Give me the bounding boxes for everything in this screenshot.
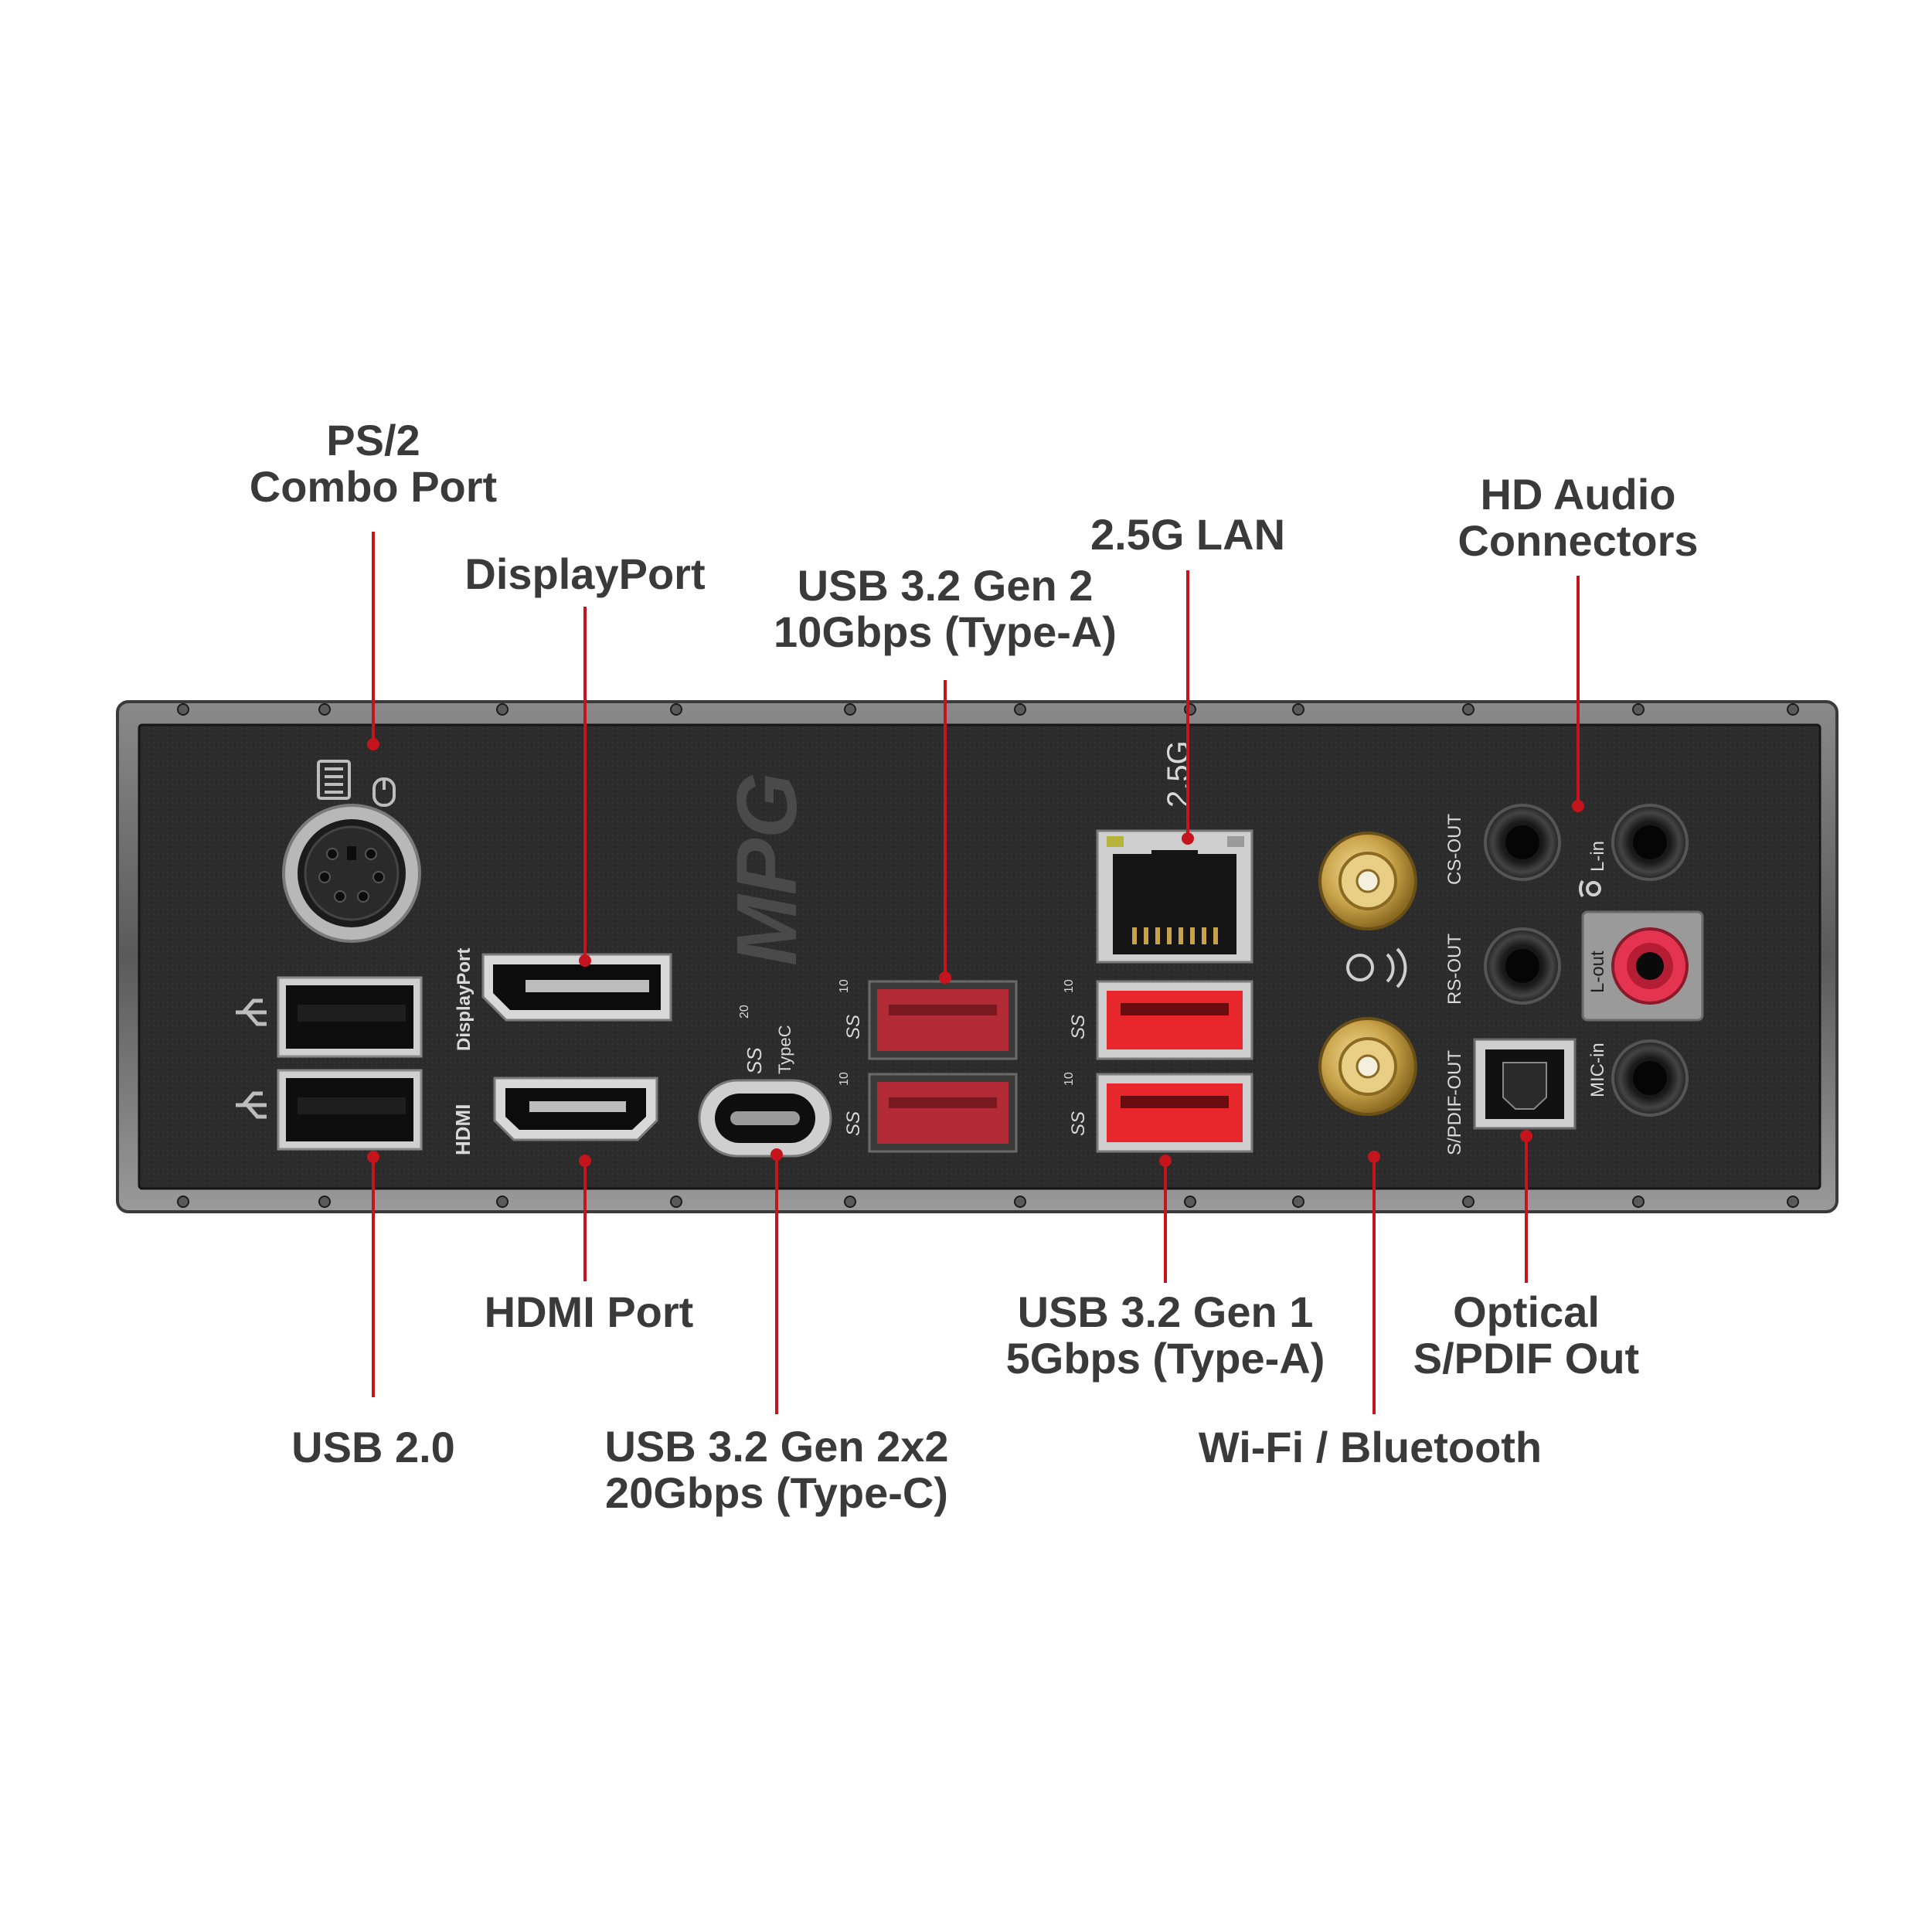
hdmi-logo-label: HDMI [451, 1104, 474, 1155]
callout-line: 20Gbps (Type-C) [605, 1468, 948, 1517]
callout-ps2-combo-port: PS/2 Combo Port [219, 417, 528, 510]
callout-line: 10Gbps (Type-A) [774, 607, 1117, 656]
usb-type-c-port: SS 20 TypeC [698, 1005, 832, 1158]
mpg-brand-logo: MPG [719, 772, 815, 966]
hd-audio-connectors: CS-OUT RS-OUT S/PDIF-OUT L-in MIC-in L-o… [1444, 804, 1704, 1155]
ss-10-label: 10 [1063, 979, 1076, 993]
mouse-icon [372, 777, 396, 807]
l-in-label: L-in [1587, 841, 1608, 872]
keyboard-icon [317, 760, 351, 800]
callout-line: HDMI Port [484, 1287, 694, 1336]
ps2-combo-port [282, 760, 421, 943]
usb-3-2-gen2-ports: SS 10 SS 10 [838, 979, 1018, 1153]
callout-line: 2.5G LAN [1090, 510, 1286, 559]
ss-10-label: 10 [838, 979, 851, 993]
callout-optical-spdif: Optical S/PDIF Out [1372, 1289, 1681, 1382]
callout-line: USB 2.0 [291, 1423, 455, 1471]
callout-line: 5Gbps (Type-A) [1005, 1334, 1325, 1383]
callout-line: Combo Port [249, 462, 498, 511]
callout-line: Connectors [1458, 516, 1699, 565]
callout-line: PS/2 [326, 416, 420, 464]
callout-line: USB 3.2 Gen 1 [1017, 1287, 1314, 1336]
callout-usb-gen2x2: USB 3.2 Gen 2x2 20Gbps (Type-C) [537, 1423, 1016, 1516]
l-out-label: L-out [1587, 951, 1608, 993]
usb-3-2-gen1-ports: SS 10 SS 10 [1063, 979, 1253, 1153]
hdmi-port [493, 1077, 658, 1141]
callout-line: HD Audio [1480, 470, 1676, 519]
callout-hd-audio: HD Audio Connectors [1423, 471, 1733, 564]
ss-10-label: 10 [1063, 1072, 1076, 1086]
lan-port: 2.5G [1096, 740, 1253, 964]
ss-10-label: 10 [838, 1072, 851, 1086]
rs-out-label: RS-OUT [1444, 934, 1465, 1005]
callout-line: USB 3.2 Gen 2 [797, 561, 1094, 610]
callout-line: S/PDIF Out [1413, 1334, 1640, 1383]
mic-in-label: MIC-in [1587, 1043, 1608, 1097]
leader-lines [367, 532, 1584, 1414]
callout-line: Wi-Fi / Bluetooth [1198, 1423, 1543, 1471]
ss-label: SS [743, 1047, 766, 1074]
wifi-bluetooth-antenna-connectors [1318, 832, 1417, 1116]
typec-label: TypeC [775, 1025, 794, 1074]
callout-wifi-bluetooth: Wi-Fi / Bluetooth [1138, 1424, 1602, 1471]
ss-20-label: 20 [738, 1005, 751, 1019]
callout-displayport: DisplayPort [430, 551, 740, 597]
wifi6-icon [1346, 947, 1407, 988]
lan-2-5g-label: 2.5G [1162, 740, 1196, 808]
callout-usb-gen1: USB 3.2 Gen 1 5Gbps (Type-A) [934, 1289, 1397, 1382]
displayport-port [481, 953, 672, 1022]
callout-line: DisplayPort [464, 549, 706, 598]
usb-2-0-ports [236, 976, 423, 1151]
ss-label: SS [843, 1015, 864, 1039]
usb-icon [236, 998, 267, 1026]
displayport-vertical-label: DisplayPort [454, 948, 474, 1051]
callout-hdmi-port: HDMI Port [434, 1289, 743, 1335]
ss-label: SS [1068, 1015, 1089, 1039]
callout-usb-2-0: USB 2.0 [219, 1424, 528, 1471]
usb-icon [236, 1091, 267, 1119]
callout-line: USB 3.2 Gen 2x2 [604, 1422, 949, 1471]
ss-label: SS [1068, 1111, 1089, 1136]
callout-usb-gen2: USB 3.2 Gen 2 10Gbps (Type-A) [713, 563, 1177, 655]
spdif-out-label: S/PDIF-OUT [1444, 1050, 1465, 1155]
cs-out-label: CS-OUT [1444, 814, 1465, 885]
audio-jack-icon [1578, 879, 1601, 898]
callout-2-5g-lan: 2.5G LAN [1033, 512, 1342, 558]
ss-label: SS [843, 1111, 864, 1136]
callout-line: Optical [1453, 1287, 1600, 1336]
